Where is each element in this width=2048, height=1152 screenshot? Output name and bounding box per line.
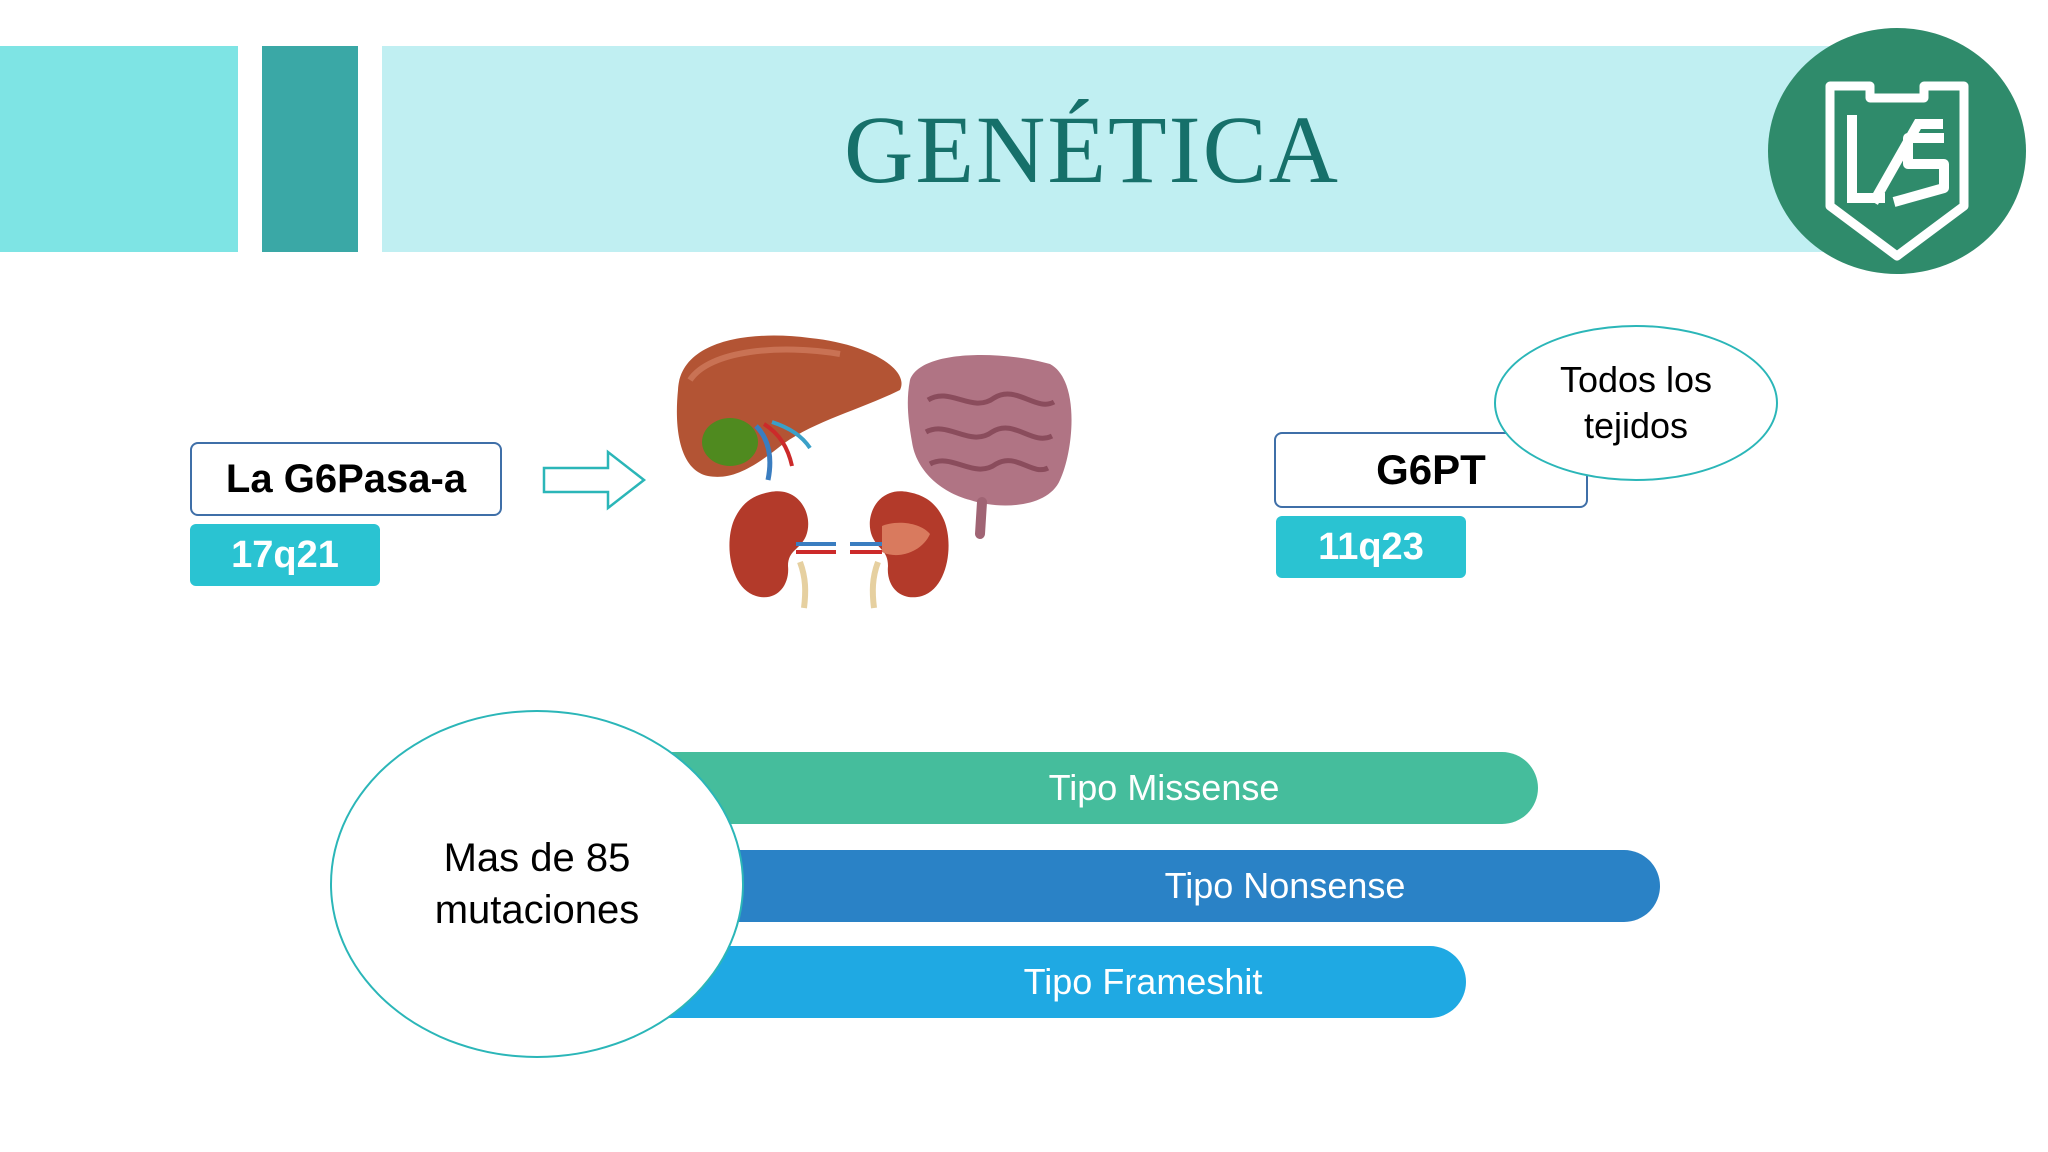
mutation-type-frameshift: Tipo Frameshit [660,946,1466,1018]
university-shield-logo-icon [1768,28,2026,274]
header-accent-block-light [0,46,238,252]
gene-g6pasa-locus: 17q21 [190,524,380,586]
gene-g6pasa-box: La G6Pasa-a [190,442,502,516]
mutation-type-missense-label: Tipo Missense [1048,767,1280,808]
organs-illustration [660,330,1080,625]
gene-g6pt-locus: 11q23 [1276,516,1466,578]
gene-g6pt-box: G6PT [1274,432,1588,508]
mutation-type-missense: Tipo Missense [600,752,1538,824]
header-accent-block-dark [262,46,358,252]
mutation-type-nonsense-label: Tipo Nonsense [1164,865,1406,906]
header-title-band [382,46,1882,252]
right-arrow-outline-icon [540,448,650,517]
tissue-note-bubble: Todos los tejidos [1494,325,1778,481]
kidneys-icon [729,491,949,609]
liver-icon [676,335,902,481]
mutation-type-nonsense: Tipo Nonsense [690,850,1660,922]
mutation-count-bubble: Mas de 85 mutaciones [330,710,744,1058]
slide-title: GENÉTICA [844,95,1340,203]
mutation-type-frameshift-label: Tipo Frameshit [1023,961,1263,1002]
intestine-icon [907,354,1072,539]
